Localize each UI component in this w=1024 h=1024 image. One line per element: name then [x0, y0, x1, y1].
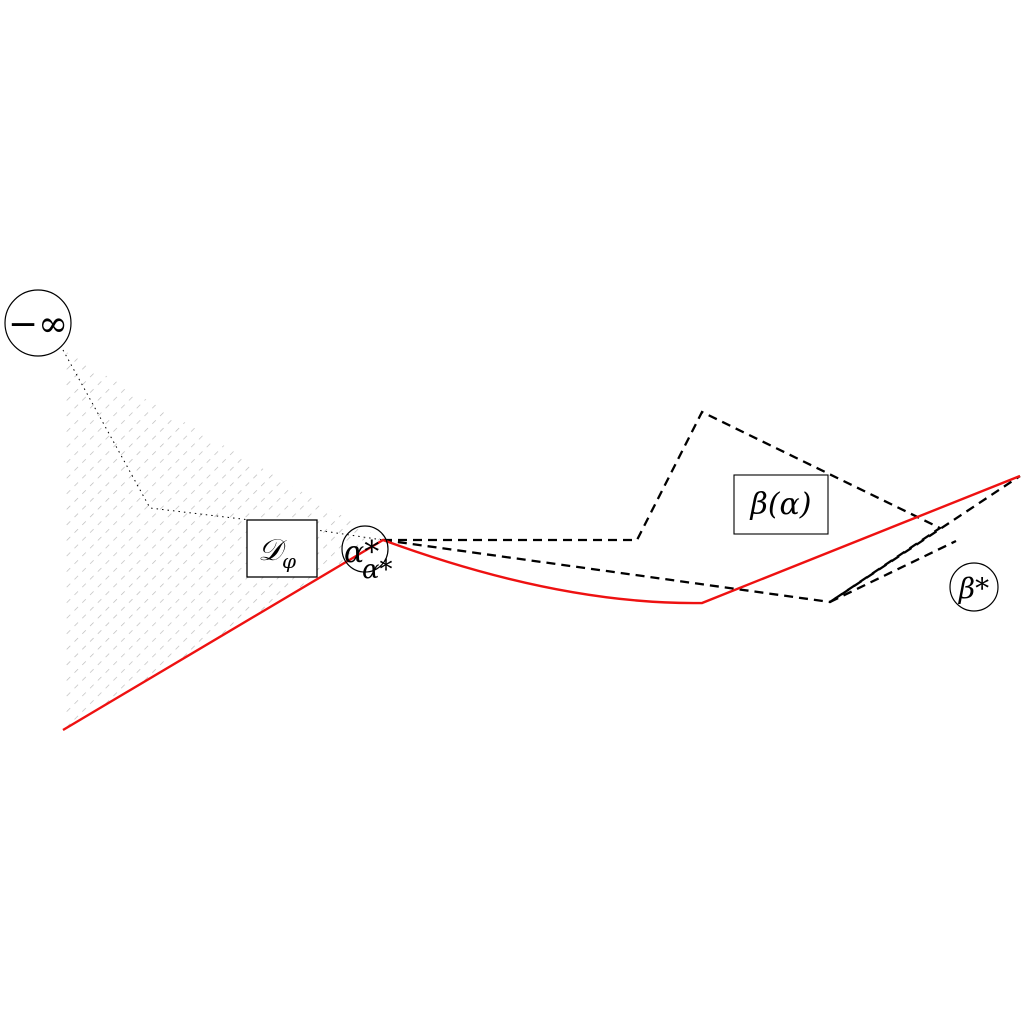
domain-subscript: φ: [282, 549, 296, 573]
alpha-star-circled-label: α*: [344, 535, 379, 570]
hatched-region: [63, 350, 383, 730]
minus-infinity-label: −∞: [8, 304, 68, 345]
domain-box: [246, 519, 318, 578]
alpha-star-node: [341, 525, 389, 573]
minus-infinity-node: [4, 289, 72, 357]
dashed-path-spur: [829, 539, 957, 604]
alpha-star-plain-label: α*: [362, 555, 393, 585]
red-path: [62, 474, 1021, 732]
beta-alpha-box: [733, 474, 829, 535]
dashed-path-upper: [383, 410, 943, 603]
beta-alpha-label: β(α): [749, 487, 811, 522]
beta-star-label: β*: [958, 572, 989, 605]
beta-star-node: [949, 562, 999, 612]
domain-label: 𝒟φ: [258, 533, 296, 573]
